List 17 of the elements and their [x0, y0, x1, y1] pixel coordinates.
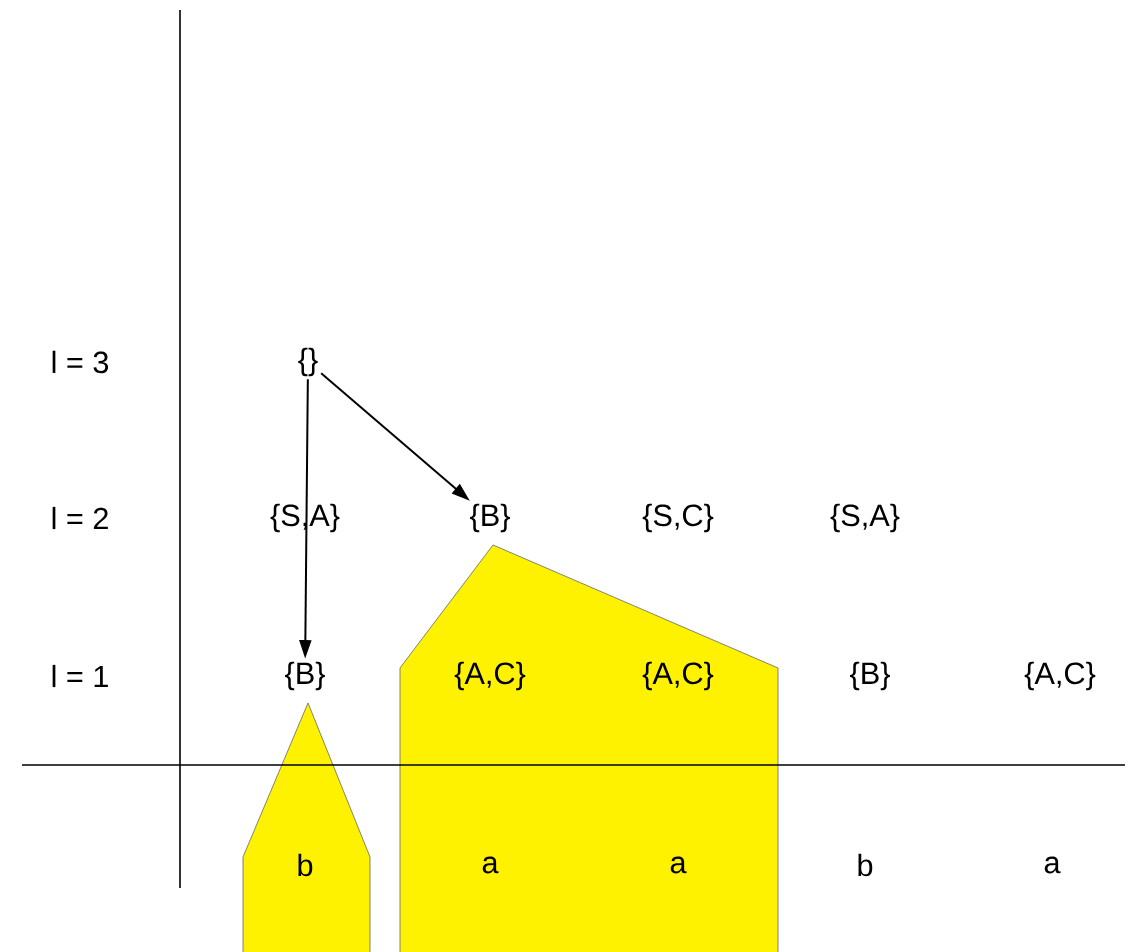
- row-label: l = 2: [52, 506, 108, 530]
- cell-text: {S,A}: [830, 503, 900, 533]
- cell-text: {A,C}: [1024, 661, 1096, 691]
- terminal-symbol: a: [482, 856, 499, 874]
- cell-text: {S,C}: [642, 503, 714, 533]
- cell-text: {A,C}: [454, 661, 526, 691]
- cell-text: {A,C}: [642, 661, 714, 691]
- terminal-symbol: a: [1044, 856, 1061, 874]
- terminal-symbol: b: [858, 853, 873, 877]
- cell-text: {}: [298, 347, 318, 377]
- terminal-symbol: b: [298, 853, 313, 877]
- cell-text: {B}: [470, 503, 510, 533]
- cell-text: {B}: [850, 661, 890, 691]
- row-label: l = 3: [52, 350, 109, 374]
- terminal-symbol: a: [670, 856, 687, 874]
- row-label: l = 1: [52, 664, 108, 688]
- cell-text: {B}: [285, 661, 325, 691]
